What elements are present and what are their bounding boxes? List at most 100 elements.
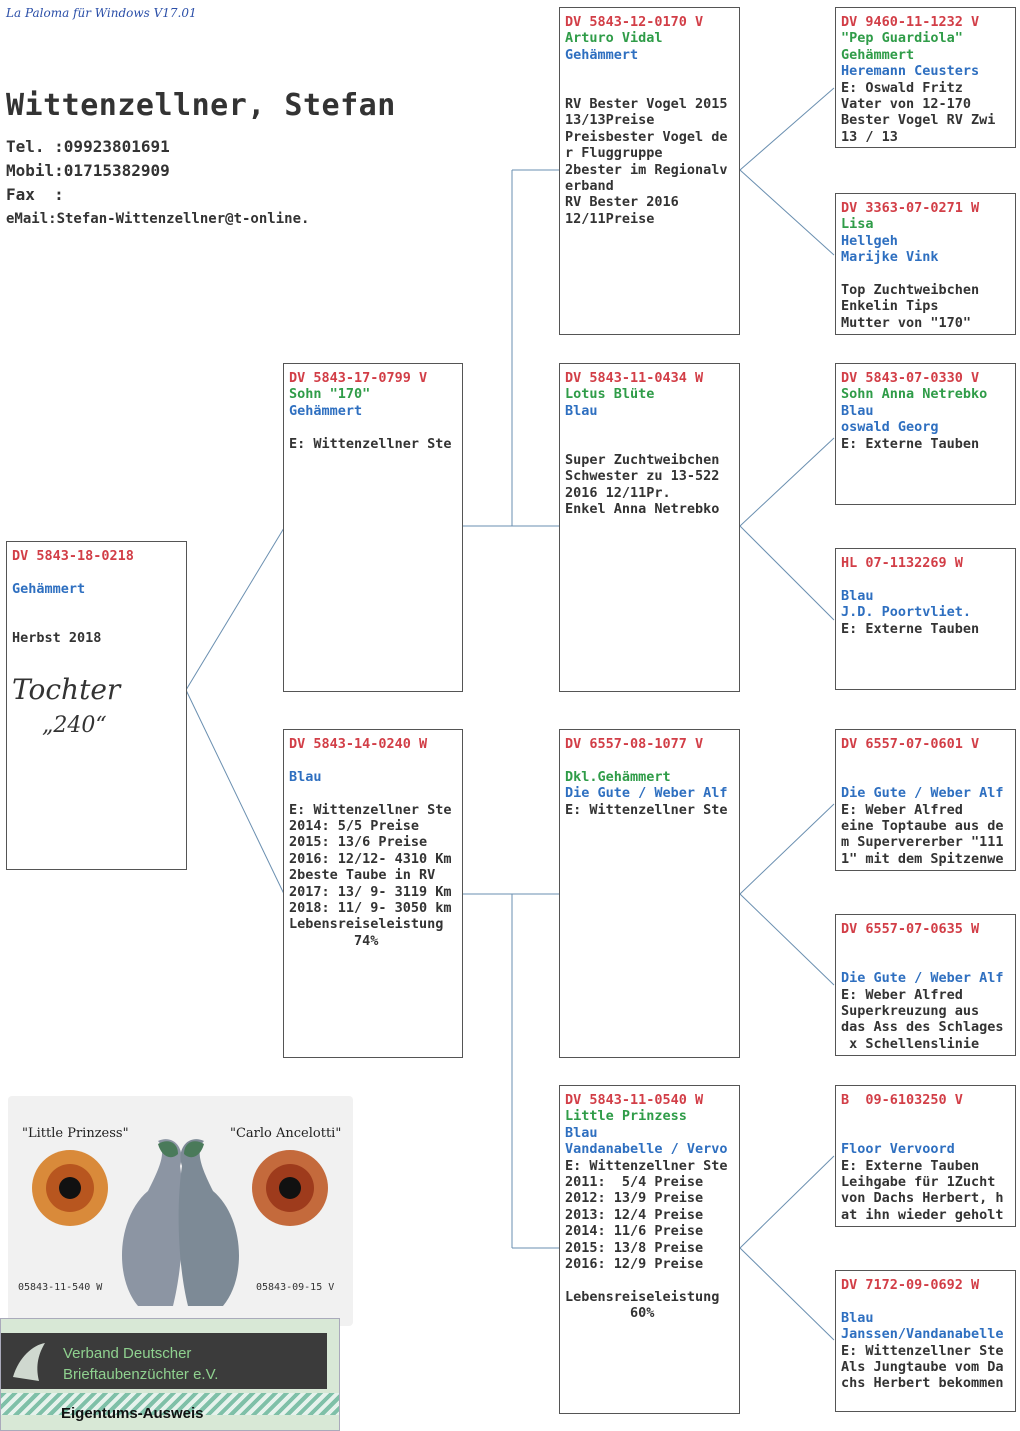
pedigree-father-mother: DV 5843-11-0434 W Lotus Blüte Blau Super… bbox=[559, 363, 740, 692]
info-line: chs Herbert bekommen bbox=[841, 1375, 1004, 1392]
info-line: erband bbox=[565, 178, 614, 195]
info-line: m Supervererber "111 bbox=[841, 834, 1004, 851]
note: Herbst 2018 bbox=[12, 629, 102, 646]
ring-number: DV 5843-12-0170 V bbox=[565, 14, 704, 30]
card-document-title: Eigentums-Ausweis bbox=[61, 1405, 204, 1422]
feather-color: Blau bbox=[565, 402, 598, 419]
handwriting-line: Tochter bbox=[12, 673, 121, 706]
handwritten-note: Tochter „240“ bbox=[12, 672, 120, 744]
info-line: eine Toptaube aus de bbox=[841, 818, 1004, 834]
info-line: Enkelin Tips bbox=[841, 298, 939, 315]
pedigree-father-father: DV 5843-12-0170 V Arturo Vidal Gehämmert… bbox=[559, 7, 740, 335]
info-line: Mutter von "170" bbox=[841, 314, 972, 331]
info-line: 2011: 5/4 Preise bbox=[565, 1174, 704, 1191]
info-line: 2016 12/11Pr. bbox=[565, 484, 671, 501]
info-line: 2015: 13/6 Preise bbox=[289, 834, 428, 851]
ring-number: DV 3363-07-0271 W bbox=[841, 200, 980, 216]
owner-email: eMail:Stefan-Wittenzellner@t-online. bbox=[6, 211, 310, 227]
pedigree-mmf: B 09-6103250 V Floor Vervoord E: Externe… bbox=[835, 1085, 1016, 1227]
owner-mobil: Mobil:01715382909 bbox=[6, 161, 170, 180]
info-line: r Fluggruppe bbox=[565, 145, 663, 162]
parents-photo: "Little Prinzess" "Carlo Ancelotti" 0584… bbox=[8, 1096, 353, 1326]
breeder: Die Gute / Weber Alf bbox=[565, 785, 728, 802]
info-line: E: Oswald Fritz bbox=[841, 79, 963, 96]
info-line: Als Jungtaube vom Da bbox=[841, 1359, 1004, 1376]
pigeon-name: Lisa bbox=[841, 216, 874, 233]
info-line: 13/13Preise bbox=[565, 112, 655, 129]
breeder: Heremann Ceusters bbox=[841, 63, 980, 80]
info-line: E: Wittenzellner Ste bbox=[289, 435, 452, 452]
breeder: Die Gute / Weber Alf bbox=[841, 785, 1004, 802]
info-line: 12/11Preise bbox=[565, 210, 655, 227]
card-organization: Verband Deutscher Brieftaubenzüchter e.V… bbox=[63, 1343, 218, 1385]
info-line: 2017: 13/ 9- 3119 Km bbox=[289, 883, 452, 900]
pedigree-father: DV 5843-17-0799 V Sohn "170" Gehämmert E… bbox=[283, 363, 463, 692]
info-line: 2018: 11/ 9- 3050 km bbox=[289, 900, 452, 917]
ownership-card: Verband Deutscher Brieftaubenzüchter e.V… bbox=[0, 1318, 340, 1431]
info-line: 2014: 5/5 Preise bbox=[289, 818, 420, 834]
info-line: E: Externe Tauben bbox=[841, 620, 980, 637]
breeder: Die Gute / Weber Alf bbox=[841, 970, 1004, 987]
info-line: Lebensreiseleistung bbox=[565, 1288, 720, 1305]
info-line: Schwester zu 13-522 bbox=[565, 468, 720, 485]
info-line: 2beste Taube in RV bbox=[289, 867, 436, 884]
info-line: E: Externe Tauben bbox=[841, 1157, 980, 1174]
info-line: 2015: 13/8 Preise bbox=[565, 1239, 704, 1256]
pedigree-mmm: DV 7172-09-0692 W Blau Janssen/Vandanabe… bbox=[835, 1270, 1016, 1412]
ring-number: DV 6557-07-0601 V bbox=[841, 736, 980, 752]
info-line: Leihgabe für 1Zucht bbox=[841, 1174, 996, 1190]
pedigree-mff: DV 6557-07-0601 V Die Gute / Weber Alf E… bbox=[835, 729, 1016, 871]
owner-name: Wittenzellner, Stefan bbox=[6, 88, 396, 123]
pedigree-ffm: DV 3363-07-0271 W Lisa Hellgeh Marijke V… bbox=[835, 193, 1016, 335]
ring-number: DV 5843-11-0540 W bbox=[565, 1092, 704, 1108]
info-line: 13 / 13 bbox=[841, 128, 898, 145]
ring-number: DV 9460-11-1232 V bbox=[841, 14, 980, 30]
photo-caption-left: "Little Prinzess" bbox=[22, 1126, 129, 1141]
breeder: J.D. Poortvliet. bbox=[841, 604, 972, 621]
info-line: 60% bbox=[565, 1305, 655, 1322]
pedigree-mfm: DV 6557-07-0635 W Die Gute / Weber Alf E… bbox=[835, 914, 1016, 1056]
info-line: 2bester im Regionalv bbox=[565, 161, 728, 178]
pigeon-name: Sohn "170" bbox=[289, 386, 371, 403]
ring-number: DV 5843-14-0240 W bbox=[289, 736, 428, 752]
info-line: 2016: 12/12- 4310 Km bbox=[289, 850, 452, 867]
info-line: Lebensreiseleistung bbox=[289, 916, 444, 933]
pigeon-name: Sohn Anna Netrebko bbox=[841, 386, 988, 403]
breeder: Floor Vervoord bbox=[841, 1141, 955, 1158]
info-line: 1" mit dem Spitzenwe bbox=[841, 850, 1004, 867]
photo-caption-right: "Carlo Ancelotti" bbox=[230, 1126, 342, 1141]
pigeon-name: Lotus Blüte bbox=[565, 386, 655, 403]
info-line: RV Bester 2016 bbox=[565, 194, 679, 211]
pedigree-mother-mother: DV 5843-11-0540 W Little Prinzess Blau V… bbox=[559, 1085, 740, 1414]
info-line: Vater von 12-170 bbox=[841, 96, 972, 113]
ring-number: HL 07-1132269 W bbox=[841, 555, 963, 571]
info-line: Super Zuchtweibchen bbox=[565, 452, 720, 468]
ring-number: B 09-6103250 V bbox=[841, 1092, 963, 1108]
info-line: 2016: 12/9 Preise bbox=[565, 1256, 704, 1273]
ring-number: DV 5843-18-0218 bbox=[12, 548, 134, 564]
photo-ring-right: 05843-09-15 V bbox=[256, 1282, 335, 1293]
pigeon-left-icon bbox=[121, 1139, 184, 1306]
breeder: Marijke Vink bbox=[841, 249, 939, 266]
info-line: E: Wittenzellner Ste bbox=[841, 1342, 1004, 1359]
ring-number: DV 6557-07-0635 W bbox=[841, 921, 980, 937]
info-line: 74% bbox=[289, 932, 379, 949]
breeder: Vandanabelle / Vervo bbox=[565, 1141, 728, 1158]
photo-ring-left: 05843-11-540 W bbox=[18, 1282, 103, 1293]
owner-block: Wittenzellner, Stefan Tel. :09923801691 … bbox=[6, 88, 396, 231]
feather-color: Gehämmert bbox=[565, 46, 639, 63]
info-line: 2014: 11/6 Preise bbox=[565, 1223, 704, 1240]
info-line: E: Weber Alfred bbox=[841, 801, 963, 818]
line-subject-mother bbox=[185, 689, 285, 895]
info-line: Superkreuzung aus bbox=[841, 1003, 980, 1019]
feather-color: Blau bbox=[841, 402, 874, 419]
feather-color: Dkl.Gehämmert bbox=[565, 768, 671, 785]
info-line: Top Zuchtweibchen bbox=[841, 282, 980, 299]
info-line: RV Bester Vogel 2015 bbox=[565, 96, 728, 112]
info-line: Preisbester Vogel de bbox=[565, 128, 728, 145]
breeder: Janssen/Vandanabelle bbox=[841, 1326, 1004, 1343]
feather-color: Blau bbox=[289, 768, 322, 785]
card-org-line: Verband Deutscher bbox=[63, 1345, 192, 1362]
feather-color: Gehämmert bbox=[289, 402, 363, 419]
info-line: 2012: 13/9 Preise bbox=[565, 1190, 704, 1207]
